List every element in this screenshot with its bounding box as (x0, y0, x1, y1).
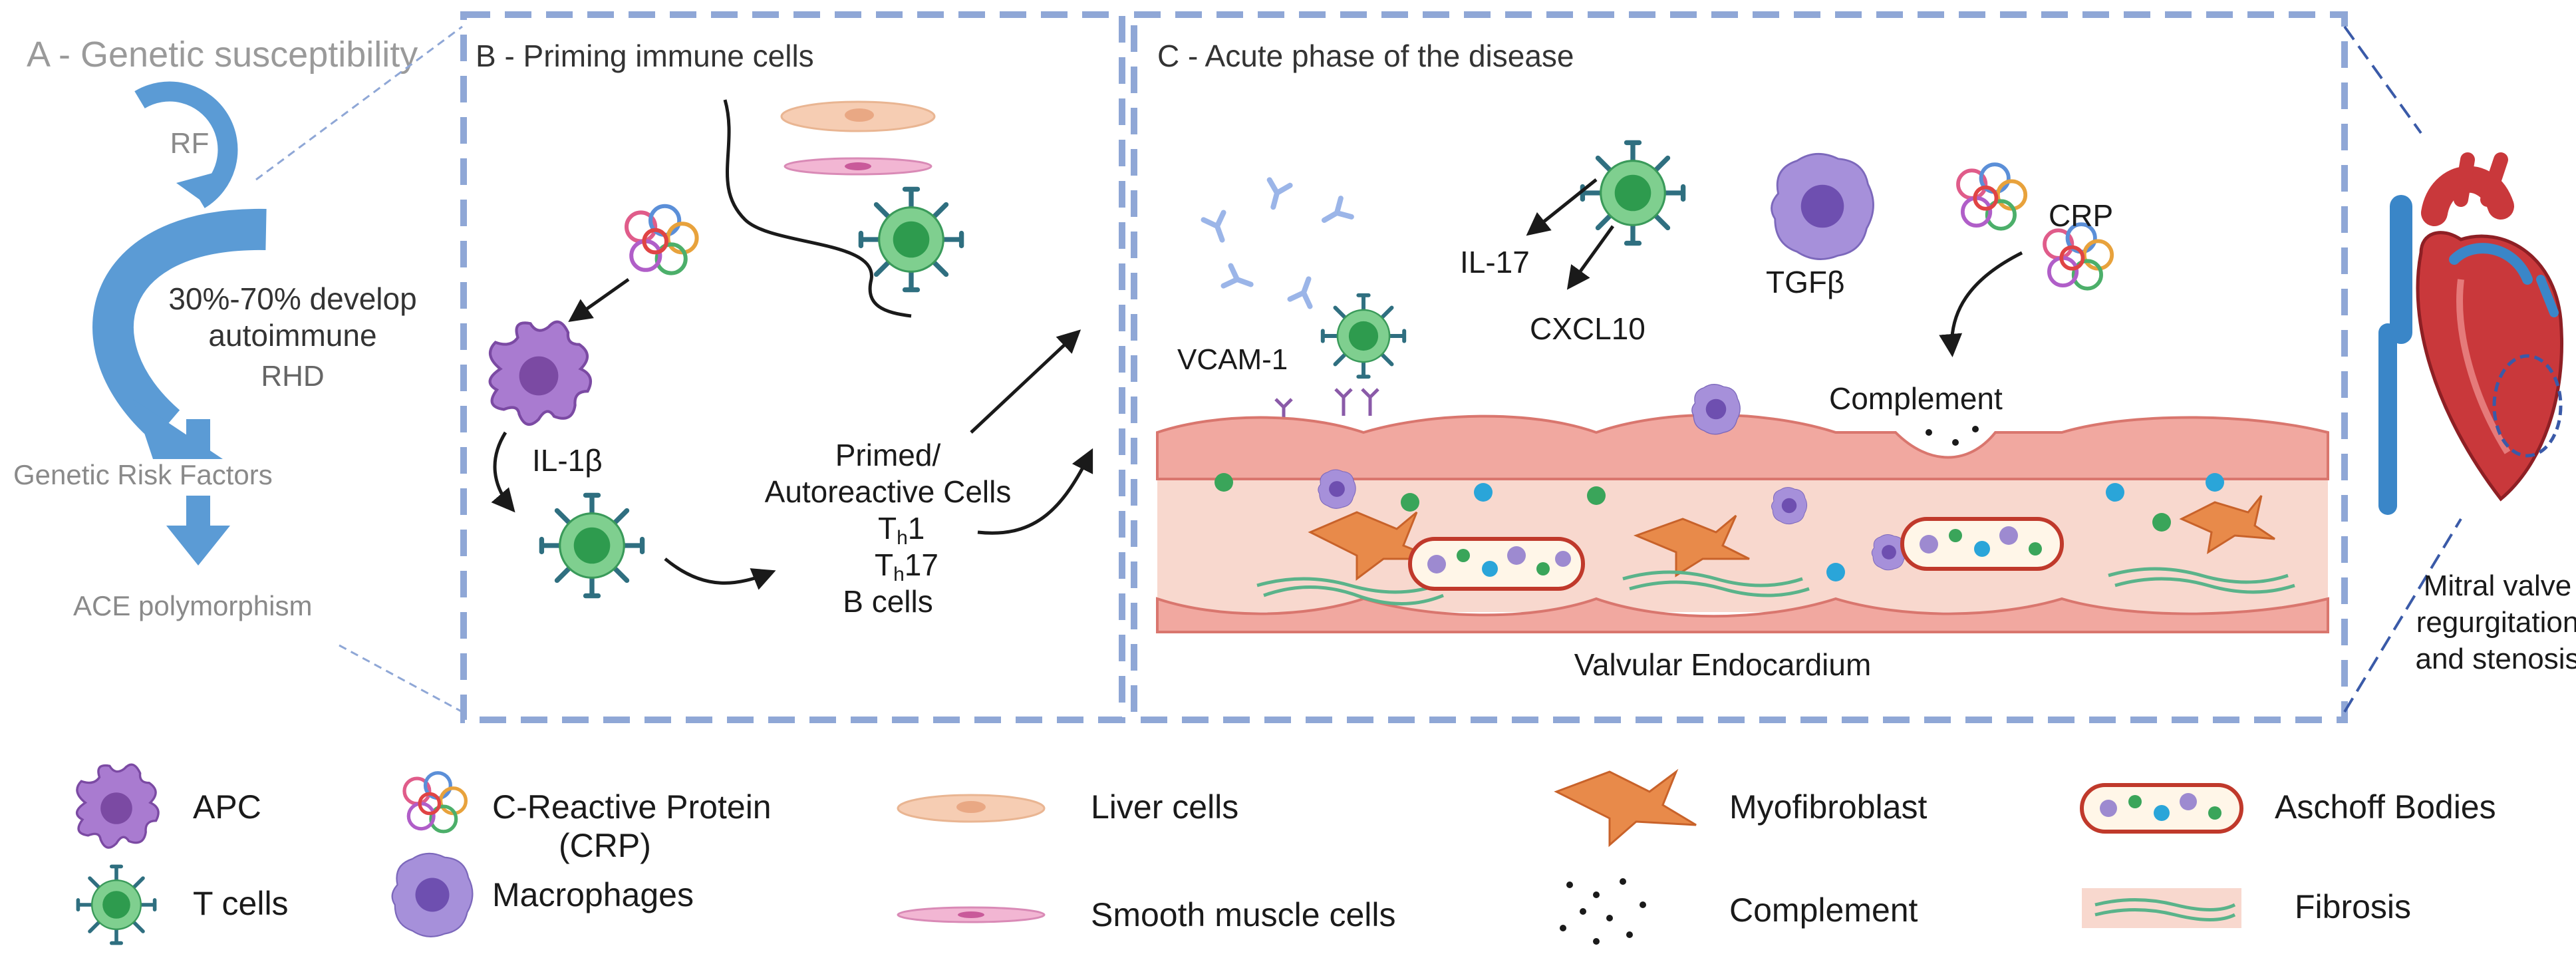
legend-complement: Complement (1729, 891, 1918, 929)
antibody-3 (1319, 198, 1352, 230)
panel-c: C - Acute phase of the disease IL-17 CXC… (1131, 11, 2462, 723)
zoom-line-top (255, 25, 463, 181)
th17-label: Th17 (875, 548, 938, 585)
risk-label: Genetic Risk Factors (13, 459, 273, 490)
antibody-5 (1290, 275, 1318, 307)
legend-complement-icon (1560, 878, 1646, 945)
antibody-1 (1203, 212, 1232, 243)
ace-stem (186, 496, 210, 526)
heart-caption-line3: and stenosis (2415, 643, 2576, 675)
heart-caption-line2: regurgitation (2416, 606, 2576, 639)
ace-label: ACE polymorphism (73, 590, 312, 621)
legend-fibrosis-icon (2082, 888, 2241, 928)
legend-crp-icon (404, 773, 466, 832)
t-cell-b-bottom (541, 495, 642, 595)
tissue-cells (1215, 469, 2224, 581)
panel-a: A - Genetic susceptibility RF 30%-70% de… (13, 25, 463, 713)
arrow-to-il17 (1526, 178, 1598, 236)
panel-b: B - Priming immune cells IL-1β Primed/ A… (460, 11, 1125, 723)
antibody-4 (1223, 265, 1254, 294)
panel-b-title: B - Priming immune cells (476, 39, 814, 73)
arrow-crp-to-apc (568, 277, 630, 323)
panel-a-title: A - Genetic susceptibility (27, 35, 418, 75)
bcells-label: B cells (843, 584, 932, 619)
crp-c-1 (1958, 164, 2025, 229)
legend-liver: Liver cells (1091, 788, 1238, 826)
primed-line2: Autoreactive Cells (765, 474, 1012, 509)
heart-zoom-line-top (2343, 25, 2422, 134)
risk-stem (186, 419, 210, 459)
legend-tcells: T cells (193, 885, 289, 922)
tgfb-label: TGFβ (1766, 265, 1844, 299)
rf-loop-arrowhead (176, 173, 213, 200)
rf-label: RF (170, 127, 210, 160)
panel-b-border (460, 11, 1125, 723)
arrow-tcell-to-primed (664, 558, 776, 590)
panel-c-title: C - Acute phase of the disease (1157, 39, 1574, 73)
il17-label: IL-17 (1460, 245, 1530, 279)
crp-c-2 (2045, 224, 2112, 289)
legend-aschoff: Aschoff Bodies (2275, 788, 2496, 826)
panel-c-border (1131, 11, 2348, 723)
th1-label: Th1 (878, 511, 925, 549)
t-cell-c-top (1582, 142, 1683, 243)
tissue-line (723, 99, 912, 318)
legend-aschoff-icon (2080, 783, 2243, 834)
legend-macrophages: Macrophages (492, 876, 694, 913)
legend-crp-line1: C-Reactive Protein (492, 788, 772, 826)
heart-caption-line1: Mitral valve (2424, 569, 2572, 602)
heart-illustration (2378, 152, 2564, 515)
crp-label: CRP (2049, 198, 2113, 233)
myofibroblasts (1308, 495, 2275, 581)
legend-apc: APC (193, 788, 261, 826)
primed-line1: Primed/ (835, 438, 941, 472)
zoom-line-bottom (339, 644, 463, 713)
develop-line2: autoimmune (208, 318, 376, 353)
arrow-crp-to-complement (1939, 251, 2023, 357)
macrophage-c-top (1771, 152, 1874, 261)
legend-tcell-icon (78, 866, 154, 943)
complement-label: Complement (1829, 381, 2003, 416)
arrow-primed-down (977, 448, 1093, 535)
apc-b (490, 322, 591, 424)
arrow-primed-up (970, 329, 1081, 434)
crp-b (627, 206, 697, 273)
cxcl10-label: CXCL10 (1530, 311, 1646, 346)
aschoff-body-2 (1900, 517, 2064, 571)
antibody-2 (1263, 180, 1290, 210)
rhd-label: RHD (261, 360, 324, 393)
legend-myofibroblast: Myofibroblast (1729, 788, 1927, 826)
t-cell-c-vcam (1323, 295, 1404, 377)
develop-line1: 30%-70% develop (168, 281, 416, 316)
heart-caption: Mitral valve regurgitation and stenosis (2415, 569, 2576, 675)
il1b-label: IL-1β (532, 443, 603, 478)
macrophage-transmigrating (1691, 384, 1741, 435)
endocardium-label: Valvular Endocardium (1574, 647, 1872, 682)
legend-apc-icon (75, 763, 160, 849)
legend-macrophage-icon (391, 852, 474, 937)
legend-crp-line2: (CRP) (559, 827, 651, 864)
heart-zoom-line-bottom (2343, 518, 2462, 713)
legend-myofibroblast-icon (1554, 768, 1697, 848)
vcam-label: VCAM-1 (1177, 343, 1288, 376)
arrow-to-cxcl10 (1566, 225, 1615, 290)
legend-fibrosis: Fibrosis (2295, 888, 2411, 925)
endothelium-top (1156, 413, 2329, 480)
legend: APC T cells C-Reactive Protein (CRP) Mac… (75, 763, 2496, 945)
ace-arrowhead (166, 526, 230, 565)
fibrosis-strands (1256, 567, 2295, 605)
aschoff-body-1 (1408, 537, 1585, 591)
endothelium-bottom (1156, 597, 2329, 633)
arrow-apc-to-tcell (491, 431, 515, 513)
t-cell-b-top (861, 189, 961, 289)
rf-loop-arrow (134, 81, 238, 208)
legend-smooth: Smooth muscle cells (1091, 896, 1396, 933)
develop-big-arrow (92, 208, 267, 442)
